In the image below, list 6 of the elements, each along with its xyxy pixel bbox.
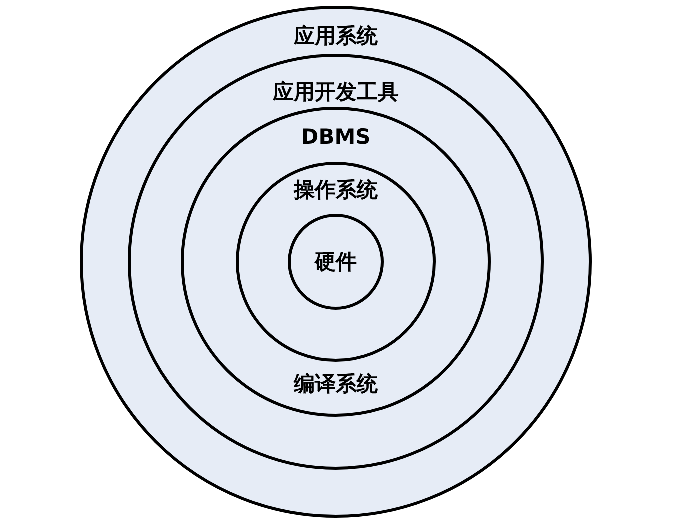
layer-label: 硬件 bbox=[315, 249, 357, 275]
layer-label: 应用开发工具 bbox=[273, 79, 399, 105]
layer-label: 应用系统 bbox=[294, 23, 378, 49]
layer-label: 操作系统 bbox=[294, 177, 378, 203]
layer-label: 编译系统 bbox=[294, 371, 378, 397]
layer-label: DBMS bbox=[301, 124, 371, 150]
